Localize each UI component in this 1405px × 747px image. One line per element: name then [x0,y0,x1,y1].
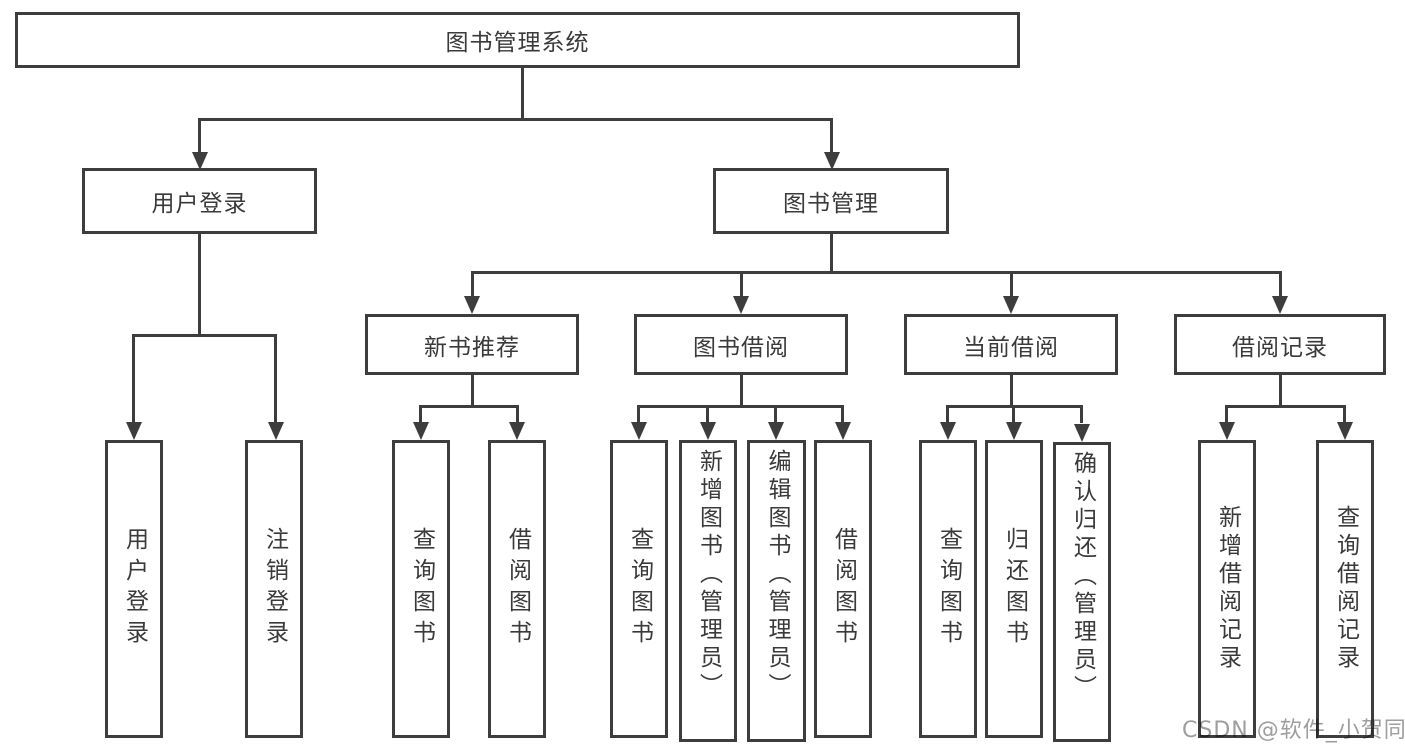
arrow-down-icon [1272,296,1288,314]
leaf-records-query-borrow-record: 查询借阅记录 [1316,440,1374,738]
connector-line [946,405,949,423]
connector-line [198,232,201,336]
arrow-down-icon [1006,422,1022,440]
connector-line [740,373,743,407]
leaf-logout: 注销登录 [245,440,303,738]
connector-line [274,334,277,422]
connector-line [132,334,277,337]
connector-line [1080,405,1083,423]
leaf-borrowing-edit-books-admin: 编辑图书（管理员） [747,440,806,742]
connector-line [419,405,519,408]
arrow-down-icon [733,296,749,314]
node-book-borrowing: 图书借阅 [634,314,848,375]
connector-line [637,405,844,408]
arrow-down-icon [464,296,480,314]
node-book-management: 图书管理 [713,168,949,234]
arrow-down-icon [268,422,284,440]
connector-line [198,118,201,154]
node-current-borrowing: 当前借阅 [904,314,1118,375]
leaf-newbook-borrow-books: 借阅图书 [488,440,546,738]
connector-line [1010,271,1013,298]
arrow-down-icon [940,422,956,440]
arrow-down-icon [126,422,142,440]
arrow-down-icon [1074,424,1090,442]
leaf-current-return-books: 归还图书 [985,440,1043,738]
connector-line [1279,271,1282,298]
arrow-down-icon [824,152,840,170]
connector-line [1012,405,1015,423]
connector-line [830,118,833,154]
connector-line [774,405,777,423]
connector-line [1343,405,1346,423]
connector-line [706,405,709,423]
leaf-borrowing-add-books-admin: 新增图书（管理员） [679,440,737,742]
node-new-book-recommend: 新书推荐 [365,314,579,375]
connector-line [740,271,743,298]
leaf-records-add-borrow-record: 新增借阅记录 [1198,440,1256,738]
connector-line [419,405,422,423]
connector-line [521,66,524,120]
arrow-down-icon [1003,296,1019,314]
leaf-user-login: 用户登录 [105,440,163,738]
connector-line [1225,405,1228,423]
connector-line [830,232,833,274]
node-library-system: 图书管理系统 [15,12,1020,68]
leaf-borrowing-borrow-books: 借阅图书 [814,440,872,738]
arrow-down-icon [700,422,716,440]
connector-line [471,271,1282,274]
leaf-borrowing-query-books: 查询图书 [610,440,668,738]
connector-line [516,405,519,423]
arrow-down-icon [1337,422,1353,440]
connector-line [471,271,474,298]
arrow-down-icon [413,422,429,440]
connector-line [637,405,640,423]
connector-line [198,118,833,121]
leaf-newbook-query-books: 查询图书 [392,440,450,738]
connector-line [1279,373,1282,407]
connector-line [132,334,135,422]
arrow-down-icon [768,422,784,440]
connector-line [1225,405,1346,408]
connector-line [471,373,474,407]
node-borrow-records: 借阅记录 [1174,314,1386,375]
arrow-down-icon [835,422,851,440]
arrow-down-icon [1219,422,1235,440]
arrow-down-icon [509,422,525,440]
node-user-login: 用户登录 [82,168,317,234]
leaf-current-confirm-return-admin: 确认归还（管理员） [1053,442,1111,742]
arrow-down-icon [631,422,647,440]
arrow-down-icon [192,152,208,170]
connector-line [1010,373,1013,407]
leaf-current-query-books: 查询图书 [919,440,977,738]
connector-line [841,405,844,423]
watermark: CSDN @软件_小贺同学 [1182,718,1405,743]
